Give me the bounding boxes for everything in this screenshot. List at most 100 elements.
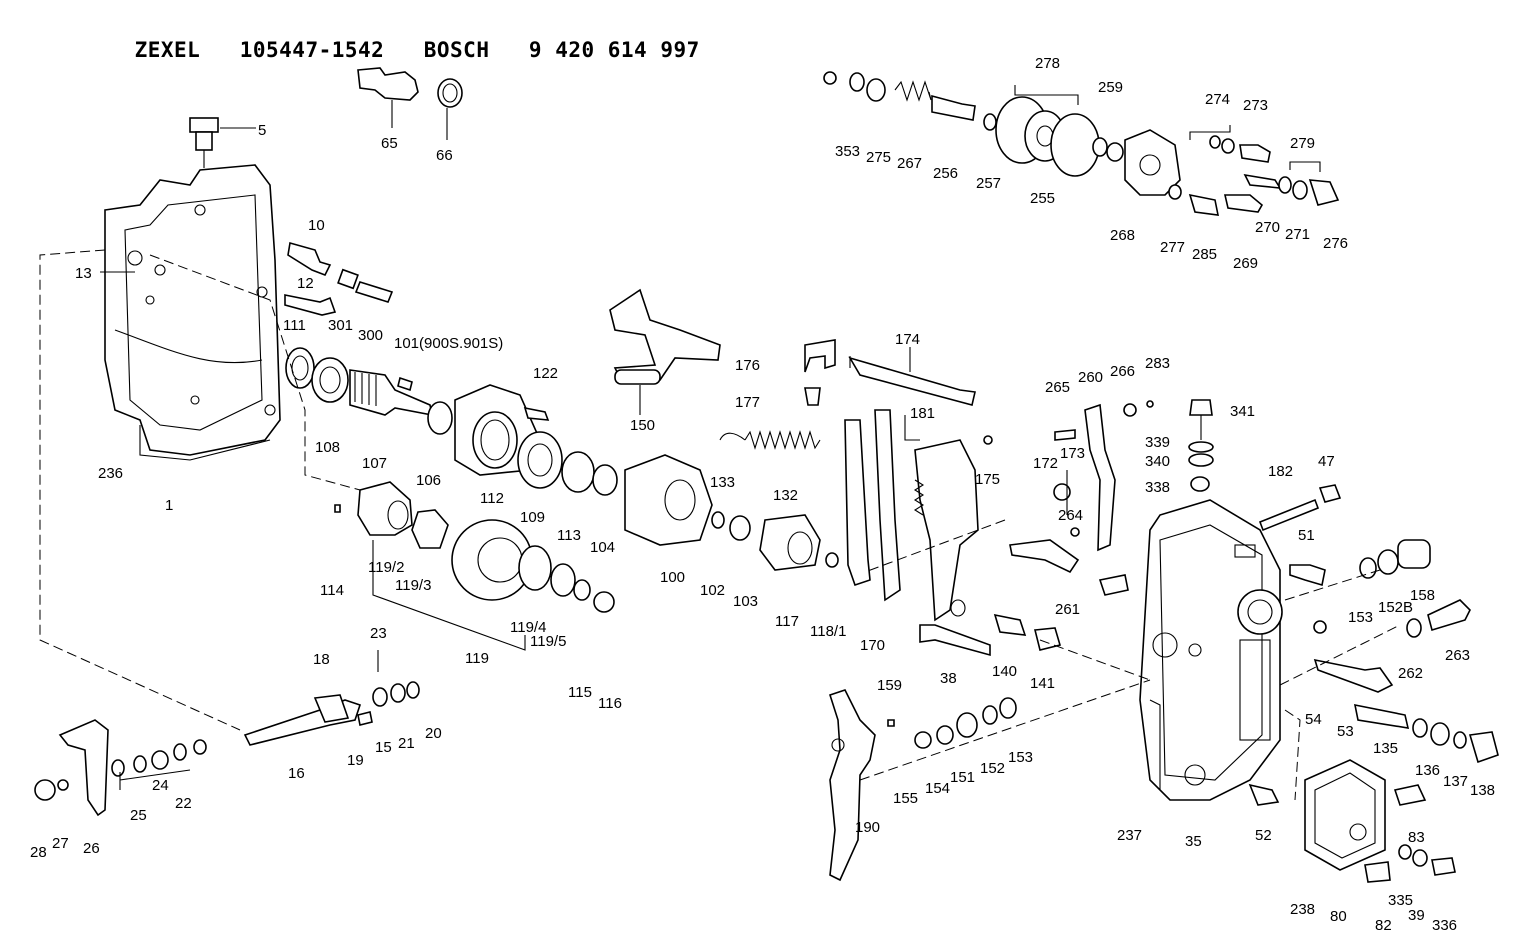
callout-119-3: 119/3	[395, 577, 431, 594]
callout-262: 262	[1398, 665, 1423, 682]
callout-153b: 153	[1348, 609, 1373, 626]
callout-277: 277	[1160, 239, 1185, 256]
callout-137: 137	[1443, 773, 1468, 790]
callout-170: 170	[860, 637, 885, 654]
callout-111: 111	[283, 317, 306, 334]
callout-256: 256	[933, 165, 958, 182]
dashed-guide-lines	[39, 249, 1401, 801]
callout-119-2: 119/2	[368, 559, 404, 576]
callout-175: 175	[975, 471, 1000, 488]
callout-285: 285	[1192, 246, 1217, 263]
callout-176: 176	[735, 357, 760, 374]
bearing-housing	[454, 384, 618, 496]
callout-182: 182	[1268, 463, 1293, 480]
right-side-fittings	[1313, 539, 1499, 764]
callout-236: 236	[98, 465, 123, 482]
callout-152a: 152	[980, 760, 1005, 777]
callout-132: 132	[773, 487, 798, 504]
callout-22: 22	[175, 795, 192, 812]
callout-278: 278	[1035, 55, 1060, 72]
callout-112: 112	[480, 490, 504, 507]
callout-39: 39	[1408, 907, 1425, 924]
callout-18: 18	[313, 651, 330, 668]
callout-116: 116	[598, 695, 622, 712]
callout-13: 13	[75, 265, 92, 282]
callout-255: 255	[1030, 190, 1055, 207]
callout-238: 238	[1290, 901, 1315, 918]
callout-80: 80	[1330, 908, 1347, 925]
callout-353: 353	[835, 143, 860, 160]
callout-279: 279	[1290, 135, 1315, 152]
linkage-260	[1009, 400, 1154, 574]
callout-108: 108	[315, 439, 340, 456]
callout-26: 26	[83, 840, 100, 857]
callout-153a: 153	[1008, 749, 1033, 766]
callout-152b: 152B	[1378, 599, 1413, 616]
callout-28: 28	[30, 844, 47, 861]
governor-levers	[844, 409, 993, 622]
zexel-part-number: 105447-1542	[239, 38, 385, 62]
callout-25: 25	[130, 807, 147, 824]
leader-lines	[119, 85, 1321, 790]
callout-107: 107	[362, 455, 387, 472]
callout-269: 269	[1233, 255, 1258, 272]
bolts-upper-left	[100, 241, 394, 316]
cover-plate	[1248, 759, 1456, 883]
callout-133: 133	[710, 474, 735, 491]
callout-273: 273	[1243, 97, 1268, 114]
callout-266: 266	[1110, 363, 1135, 380]
callout-257a: 257	[976, 175, 1001, 192]
callout-338: 338	[1145, 479, 1170, 496]
callout-65: 65	[381, 135, 398, 152]
callout-150: 150	[630, 417, 655, 434]
callout-16: 16	[288, 765, 305, 782]
callout-172a: 172	[1033, 455, 1058, 472]
drive-shaft-assembly	[285, 347, 453, 435]
callout-119-5: 119/5	[530, 633, 566, 650]
callout-51: 51	[1298, 527, 1315, 544]
lever-150	[609, 288, 721, 415]
plug-screw	[189, 117, 256, 168]
pin-182-bolts	[1098, 484, 1342, 596]
brand-bosch: BOSCH	[423, 38, 490, 62]
coupling-assembly	[624, 454, 839, 571]
callout-268: 268	[1110, 227, 1135, 244]
callout-101: 101(900S.901S)	[394, 335, 503, 352]
callout-10: 10	[308, 217, 325, 234]
callout-274: 274	[1205, 91, 1230, 108]
callout-12: 12	[297, 275, 314, 292]
callout-177: 177	[735, 394, 760, 411]
callout-181: 181	[910, 405, 935, 422]
callout-155: 155	[893, 790, 918, 807]
callout-118-1: 118/1	[810, 623, 846, 640]
bracket-and-rail	[804, 339, 976, 406]
callout-35: 35	[1185, 833, 1202, 850]
callout-102: 102	[700, 582, 725, 599]
callout-115: 115	[568, 684, 592, 701]
callout-138: 138	[1470, 782, 1495, 799]
bolt-38-and-adjuster	[919, 613, 1062, 657]
callout-119: 119	[465, 650, 489, 667]
bosch-part-number: 9 420 614 997	[528, 38, 700, 62]
callout-140: 140	[992, 663, 1017, 680]
callout-23: 23	[370, 625, 387, 642]
callout-114: 114	[320, 582, 344, 599]
callout-24: 24	[152, 777, 169, 794]
callout-52: 52	[1255, 827, 1272, 844]
left-housing-cover	[104, 164, 281, 461]
callout-174: 174	[895, 331, 920, 348]
callout-259: 259	[1098, 79, 1123, 96]
small-parts-151-155	[914, 697, 1017, 749]
callout-20: 20	[425, 725, 442, 742]
callout-151: 151	[950, 769, 975, 786]
callout-267: 267	[897, 155, 922, 172]
callout-275: 275	[866, 149, 891, 166]
callout-21: 21	[398, 735, 415, 752]
callout-283: 283	[1145, 355, 1170, 372]
callout-19: 19	[347, 752, 364, 769]
callout-83: 83	[1408, 829, 1425, 846]
callout-264: 264	[1058, 507, 1083, 524]
callout-276: 276	[1323, 235, 1348, 252]
callout-labels: 5 65 66 10 13 12 301 300 111 108 107 236…	[30, 55, 1495, 934]
